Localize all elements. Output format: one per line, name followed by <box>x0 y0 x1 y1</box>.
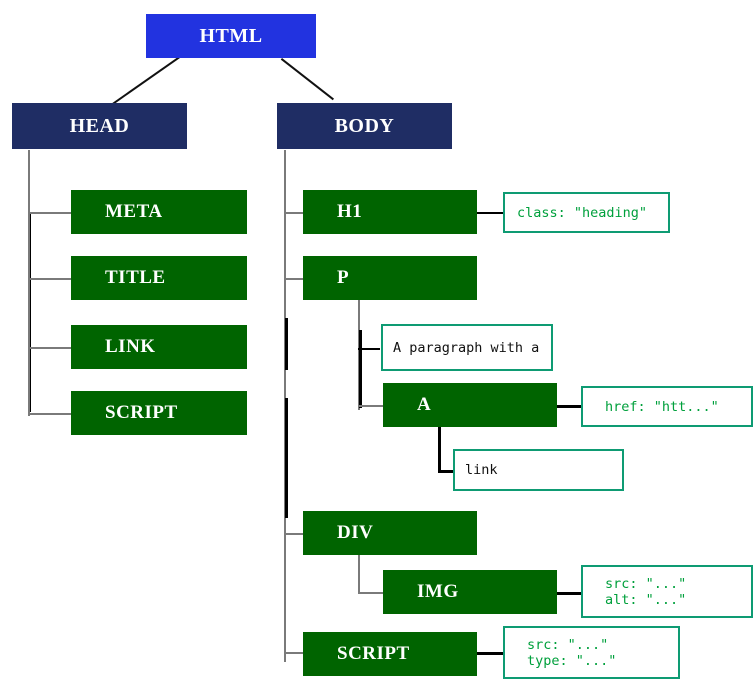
edge-p-a <box>358 405 384 407</box>
node-a[interactable]: A <box>383 383 557 427</box>
node-p[interactable]: P <box>303 256 477 300</box>
node-link[interactable]: LINK <box>71 325 247 369</box>
attr-box-a-href: href: "htt..." <box>581 386 753 427</box>
trunk-a <box>438 427 441 471</box>
edge-head-title <box>28 278 73 280</box>
edge-body-script <box>284 652 305 654</box>
node-head[interactable]: HEAD <box>12 103 187 149</box>
node-html[interactable]: HTML <box>146 14 316 58</box>
edge-head-meta <box>28 212 73 214</box>
node-body-script-label: SCRIPT <box>337 643 410 664</box>
edge-h1-attr <box>477 212 503 214</box>
node-a-label: A <box>417 394 432 415</box>
node-meta-label: META <box>105 201 163 222</box>
node-body[interactable]: BODY <box>277 103 452 149</box>
attr-box-img: src: "..."alt: "..." <box>581 565 753 618</box>
trunk-div <box>358 555 360 593</box>
attr-script-text: src: "..."type: "..." <box>527 637 616 669</box>
text-node-a: link <box>453 449 624 491</box>
node-head-script-label: SCRIPT <box>105 402 178 423</box>
node-head-script[interactable]: SCRIPT <box>71 391 247 435</box>
attr-img-src: src: "..." <box>605 575 687 592</box>
trunk-p-accent <box>359 330 362 408</box>
attr-h1-class-text: class: "heading" <box>517 204 648 221</box>
node-title[interactable]: TITLE <box>71 256 247 300</box>
node-p-label: P <box>337 267 350 288</box>
node-img[interactable]: IMG <box>383 570 557 614</box>
edge-a-attr <box>557 405 581 408</box>
attr-img-alt: alt: "..." <box>605 591 687 608</box>
node-body-script[interactable]: SCRIPT <box>303 632 477 676</box>
text-node-p-content: A paragraph with a <box>393 339 540 356</box>
node-img-label: IMG <box>417 581 459 602</box>
attr-box-script: src: "..."type: "..." <box>503 626 680 679</box>
text-node-a-content: link <box>465 462 498 478</box>
trunk-head <box>28 150 30 416</box>
trunk-body-accent-2 <box>285 398 288 518</box>
edge-body-p <box>284 278 305 280</box>
edge-body-h1 <box>284 212 305 214</box>
edge-a-text <box>438 470 453 473</box>
node-h1-label: H1 <box>337 201 363 222</box>
text-node-p: A paragraph with a <box>381 324 553 371</box>
attr-script-type: type: "..." <box>527 652 617 669</box>
node-body-label: BODY <box>334 114 395 137</box>
attr-img-text: src: "..."alt: "..." <box>605 576 686 608</box>
edge-img-attr <box>557 592 581 595</box>
trunk-head-accent <box>30 212 31 412</box>
attr-script-src: src: "..." <box>527 636 609 653</box>
edge-body-div <box>284 533 305 535</box>
trunk-body-accent-1 <box>285 318 288 370</box>
edge-html-body <box>280 58 335 101</box>
edge-head-link <box>28 347 73 349</box>
edge-script-attr <box>477 652 503 655</box>
node-head-label: HEAD <box>69 114 130 137</box>
edge-head-script <box>28 413 73 415</box>
edge-html-head <box>108 56 180 108</box>
node-meta[interactable]: META <box>71 190 247 234</box>
edge-div-img <box>358 592 384 594</box>
edge-p-text <box>358 348 380 350</box>
node-div[interactable]: DIV <box>303 511 477 555</box>
node-link-label: LINK <box>105 336 156 357</box>
attr-box-h1-class: class: "heading" <box>503 192 670 233</box>
node-title-label: TITLE <box>105 267 166 288</box>
attr-a-href-text: href: "htt..." <box>605 398 719 415</box>
node-h1[interactable]: H1 <box>303 190 477 234</box>
node-html-label: HTML <box>199 24 263 47</box>
node-div-label: DIV <box>337 522 374 543</box>
